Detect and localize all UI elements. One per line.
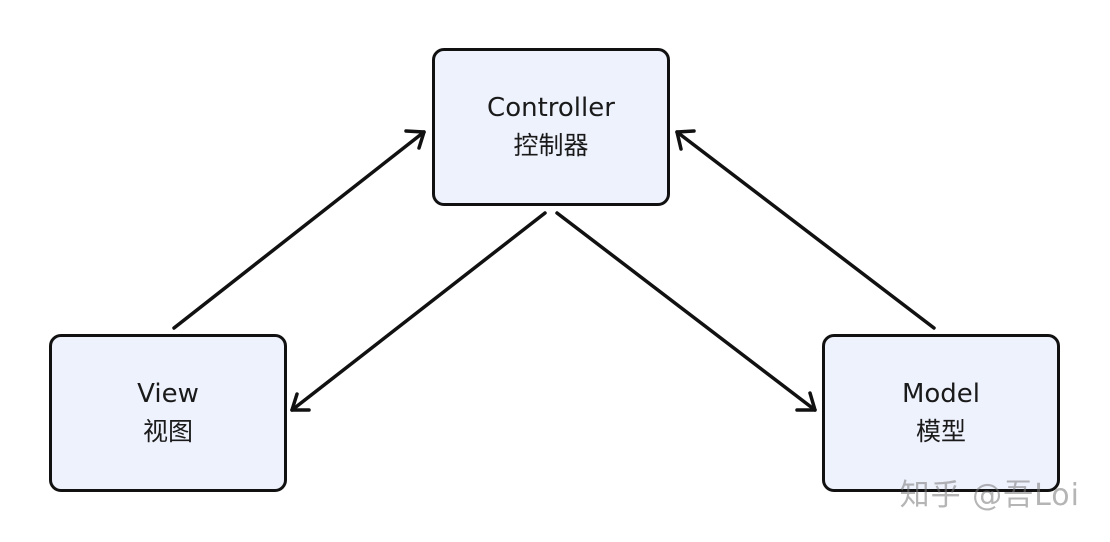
model-label-en: Model (901, 379, 981, 409)
arrow-controller-to-view (290, 211, 547, 412)
arrow-controller-to-model (555, 211, 817, 412)
model-label-zh: 模型 (915, 417, 966, 446)
arrow-model-to-controller (675, 129, 936, 330)
arrow-view-to-controller (172, 129, 426, 330)
model-node: Model 模型 (822, 334, 1060, 492)
controller-label-zh: 控制器 (513, 131, 589, 160)
watermark: 知乎 @吾Loi (899, 478, 1080, 513)
view-label-zh: 视图 (142, 417, 193, 446)
controller-label-en: Controller (487, 93, 615, 123)
view-label-en: View (137, 379, 199, 409)
controller-node: Controller 控制器 (432, 48, 670, 206)
view-node: View 视图 (49, 334, 287, 492)
